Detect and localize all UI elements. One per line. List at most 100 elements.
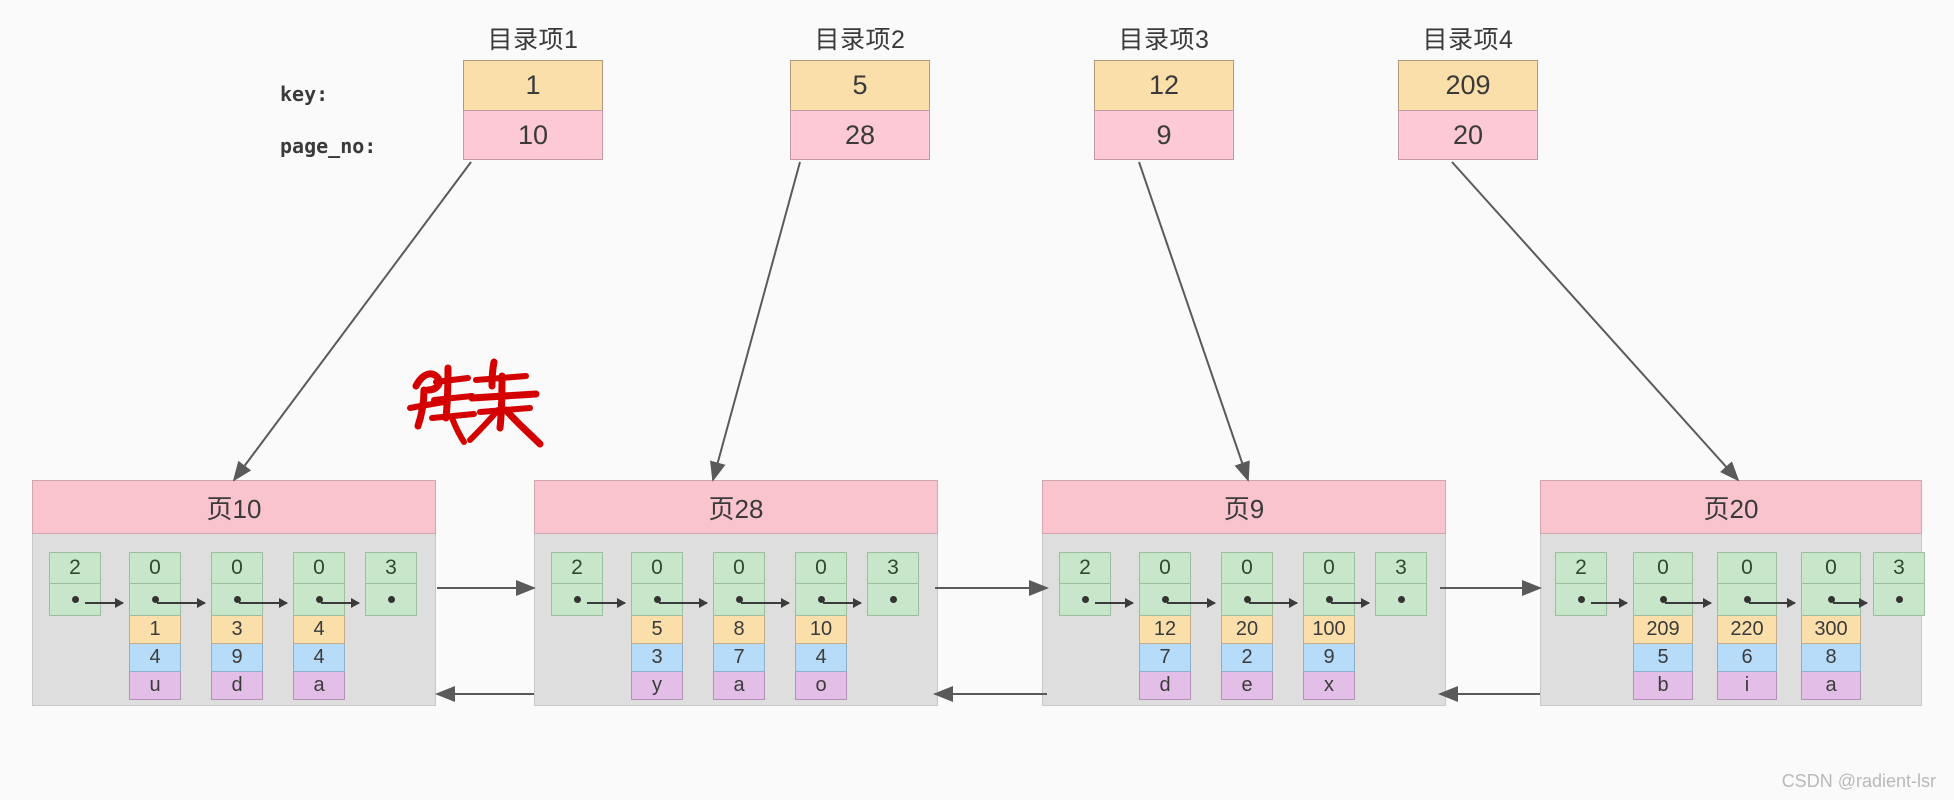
record-link-arrow: [85, 598, 124, 608]
record-col3: b: [1633, 672, 1693, 700]
directory-entry-3[interactable]: 目录项3 12 9: [1094, 26, 1234, 160]
pointer-dot: [233, 596, 241, 603]
record-key: 10: [795, 616, 847, 644]
directory-entry-2[interactable]: 目录项2 5 28: [790, 26, 930, 160]
pointer-dot: [1081, 596, 1089, 603]
page-20-record-2[interactable]: 0 220 6 i: [1717, 552, 1777, 700]
record-num: 0: [795, 552, 847, 584]
pointer-dot: [735, 596, 743, 603]
pointer-dot: [573, 596, 581, 603]
record-key: 8: [713, 616, 765, 644]
page-20-record-infimum[interactable]: 2: [1555, 552, 1607, 616]
pointer-dot: [889, 596, 897, 603]
record-link-arrow: [157, 598, 206, 608]
record-pointer: [1221, 584, 1273, 616]
record-key: 3: [211, 616, 263, 644]
record-col3: e: [1221, 672, 1273, 700]
record-col2: 7: [1139, 644, 1191, 672]
record-link-arrow: [741, 598, 790, 608]
record-link-arrow: [1665, 598, 1712, 608]
record-col2: 2: [1221, 644, 1273, 672]
page-9-record-1[interactable]: 0 12 7 d: [1139, 552, 1191, 700]
page-9-body: 2 0 12 7 d 0 20 2 e 0: [1042, 534, 1446, 706]
page-block-20[interactable]: 页20 2 0 209 5 b 0 220 6 i: [1540, 480, 1925, 706]
record-col2: 9: [1303, 644, 1355, 672]
directory-entry-1-title: 目录项1: [487, 26, 579, 54]
pointer-dot: [1827, 596, 1835, 603]
page-10-record-2[interactable]: 0 3 9 d: [211, 552, 263, 700]
record-key: 300: [1801, 616, 1861, 644]
handwritten-annotation-linked-list: [407, 358, 544, 448]
page-28-record-infimum[interactable]: 2: [551, 552, 603, 616]
page-9-record-2[interactable]: 0 20 2 e: [1221, 552, 1273, 700]
page-block-9[interactable]: 页9 2 0 12 7 d 0 20 2 e: [1042, 480, 1446, 706]
pointer-dot: [1243, 596, 1251, 603]
page-block-28[interactable]: 页28 2 0 5 3 y 0 8 7 a: [534, 480, 938, 706]
pointer-dot: [817, 596, 825, 603]
directory-entry-2-page-no: 28: [790, 110, 930, 160]
pointer-dot: [1325, 596, 1333, 603]
page-10-record-supremum[interactable]: 3: [365, 552, 417, 616]
record-pointer: [1873, 584, 1925, 616]
page-10-record-infimum[interactable]: 2: [49, 552, 101, 616]
record-num: 0: [1801, 552, 1861, 584]
page-28-record-2[interactable]: 0 8 7 a: [713, 552, 765, 700]
record-pointer: [211, 584, 263, 616]
record-col2: 4: [795, 644, 847, 672]
record-col2: 4: [293, 644, 345, 672]
record-col2: 9: [211, 644, 263, 672]
page-10-record-3[interactable]: 0 4 4 a: [293, 552, 345, 700]
record-num: 0: [211, 552, 263, 584]
page-20-record-3[interactable]: 0 300 8 a: [1801, 552, 1861, 700]
record-pointer: [1633, 584, 1693, 616]
record-pointer: [1717, 584, 1777, 616]
record-key: 209: [1633, 616, 1693, 644]
record-pointer: [1555, 584, 1607, 616]
record-col2: 5: [1633, 644, 1693, 672]
watermark-text: CSDN @radient-lsr: [1781, 771, 1936, 791]
page-20-record-1[interactable]: 0 209 5 b: [1633, 552, 1693, 700]
page-block-10[interactable]: 页10 2 0 1 4 u 0 3 9 d: [32, 480, 436, 706]
directory-entry-1-page-no: 10: [463, 110, 603, 160]
page-9-record-supremum[interactable]: 3: [1375, 552, 1427, 616]
record-key: 100: [1303, 616, 1355, 644]
record-link-arrow: [1749, 598, 1796, 608]
record-num: 0: [631, 552, 683, 584]
page-28-body: 2 0 5 3 y 0 8 7 a 0: [534, 534, 938, 706]
record-num: 2: [1555, 552, 1607, 584]
pageno-row-label: page_no:: [280, 134, 377, 158]
page-9-title: 页9: [1042, 480, 1446, 534]
page-28-record-3[interactable]: 0 10 4 o: [795, 552, 847, 700]
record-col2: 6: [1717, 644, 1777, 672]
page-20-record-supremum[interactable]: 3: [1873, 552, 1925, 616]
record-link-arrow: [587, 598, 626, 608]
page-28-record-1[interactable]: 0 5 3 y: [631, 552, 683, 700]
record-col3: y: [631, 672, 683, 700]
record-pointer: [631, 584, 683, 616]
record-num: 0: [1633, 552, 1693, 584]
record-col3: d: [211, 672, 263, 700]
record-col2: 8: [1801, 644, 1861, 672]
page-9-record-infimum[interactable]: 2: [1059, 552, 1111, 616]
link-dir2-to-page28: [710, 161, 801, 482]
page-10-record-1[interactable]: 0 1 4 u: [129, 552, 181, 700]
record-col3: a: [293, 672, 345, 700]
record-num: 0: [1717, 552, 1777, 584]
record-key: 20: [1221, 616, 1273, 644]
page-20-title: 页20: [1540, 480, 1922, 534]
directory-entry-2-title: 目录项2: [814, 26, 906, 54]
page-28-record-supremum[interactable]: 3: [867, 552, 919, 616]
pointer-dot: [1397, 596, 1405, 603]
directory-entry-1[interactable]: 目录项1 1 10: [463, 26, 603, 160]
record-col2: 7: [713, 644, 765, 672]
record-key: 220: [1717, 616, 1777, 644]
record-pointer: [713, 584, 765, 616]
record-num: 2: [551, 552, 603, 584]
directory-entry-4[interactable]: 目录项4 209 20: [1398, 26, 1538, 160]
page-9-record-3[interactable]: 0 100 9 x: [1303, 552, 1355, 700]
record-key: 1: [129, 616, 181, 644]
record-pointer: [795, 584, 847, 616]
record-pointer: [365, 584, 417, 616]
pointer-dot: [315, 596, 323, 603]
